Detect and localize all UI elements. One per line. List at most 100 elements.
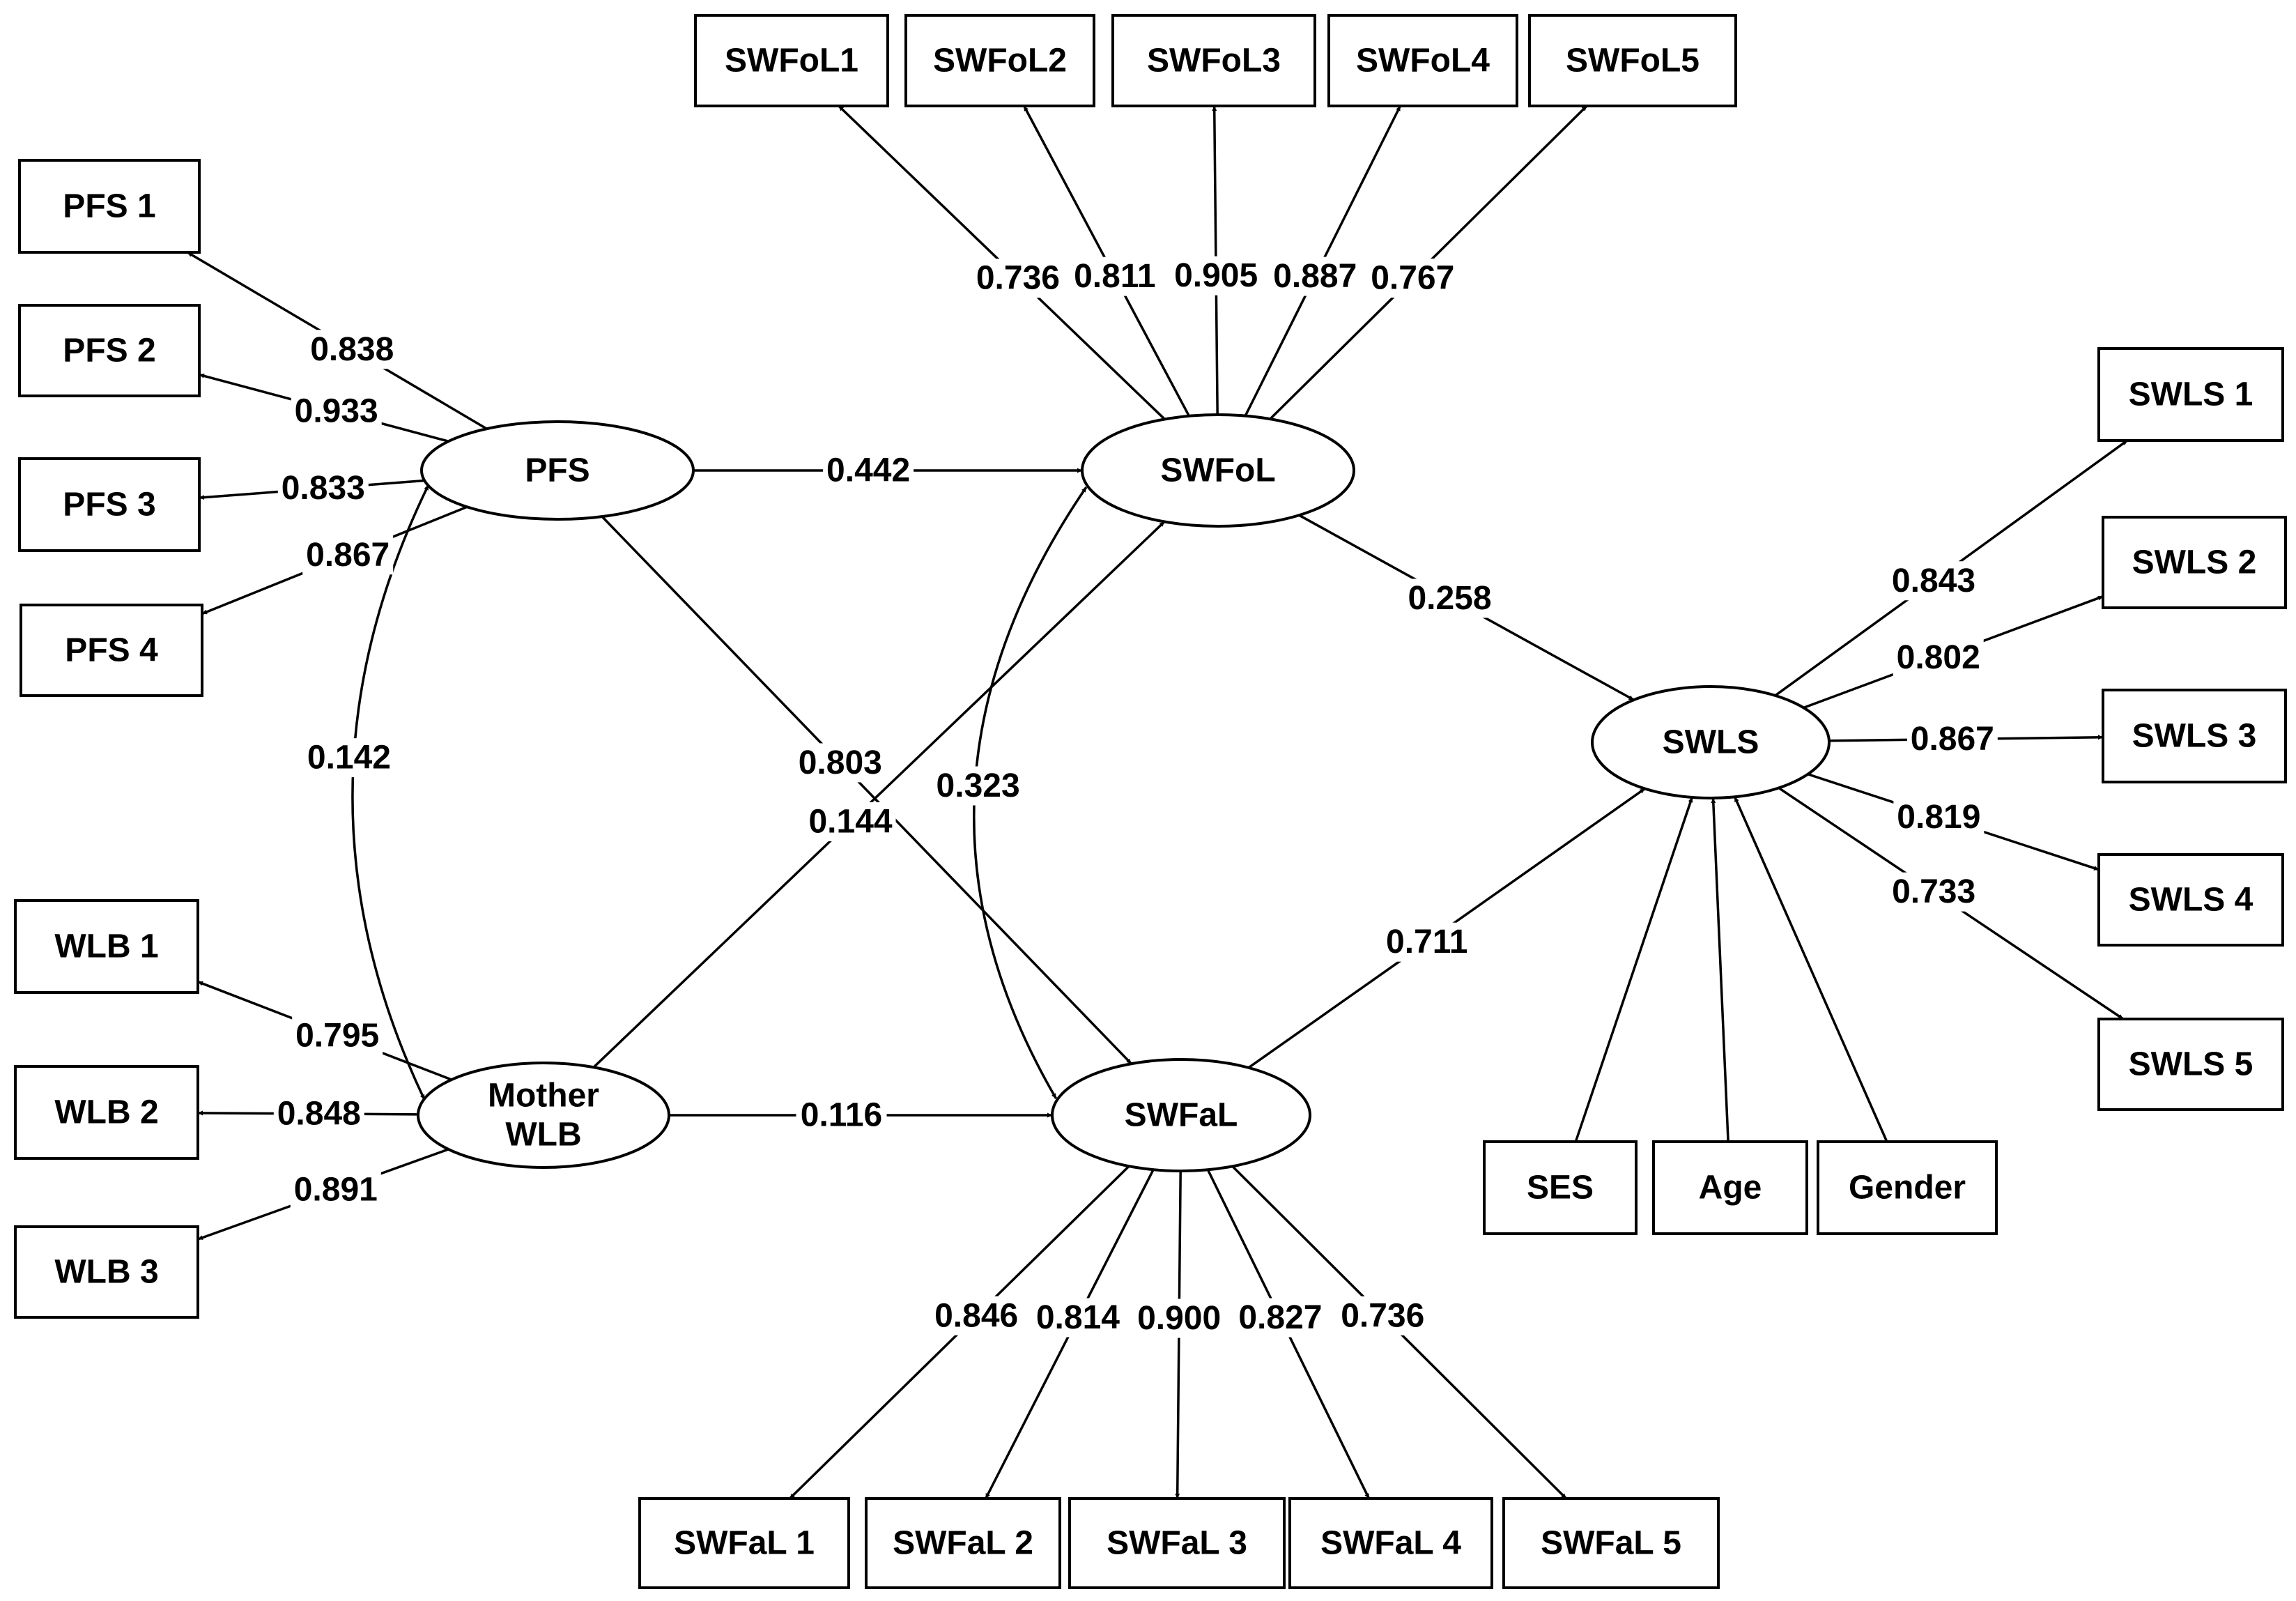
node-label: WLB bbox=[505, 1117, 581, 1154]
indicator-swfol5: SWFoL5 bbox=[1528, 14, 1737, 107]
node-label: PFS 4 bbox=[65, 632, 158, 669]
box-shape bbox=[2097, 347, 2284, 442]
indicator-pfs2: PFS 2 bbox=[18, 304, 201, 397]
node-label: SES bbox=[1527, 1170, 1594, 1207]
covariance-pfs-mwlb bbox=[351, 484, 430, 1101]
indicator-wlb2: WLB 2 bbox=[14, 1065, 199, 1160]
path-age-to-swls bbox=[1711, 797, 1729, 1142]
node-label: Age bbox=[1699, 1170, 1762, 1207]
indicator-swfol1: SWFoL1 bbox=[694, 14, 889, 107]
node-label: SWLS 4 bbox=[2129, 882, 2253, 919]
indicator-swfal2: SWFaL 2 bbox=[865, 1497, 1061, 1589]
indicator-pfs4: PFS 4 bbox=[20, 604, 203, 697]
coefficient-pfs-swfal: 0.803 bbox=[799, 744, 882, 781]
label-backdrop bbox=[823, 451, 914, 490]
coefficient-swfal-swfal3: 0.900 bbox=[1137, 1300, 1221, 1337]
coefficient-swfal-swfal5: 0.736 bbox=[1341, 1297, 1424, 1334]
indicator-age: Age bbox=[1652, 1140, 1808, 1235]
label-backdrop bbox=[303, 738, 394, 778]
coefficient-swfol-swls: 0.258 bbox=[1408, 580, 1491, 617]
indicator-swls2: SWLS 2 bbox=[2102, 516, 2287, 609]
indicator-swls1: SWLS 1 bbox=[2097, 347, 2284, 442]
box-shape bbox=[1817, 1140, 1998, 1235]
ellipse-shape bbox=[1051, 1058, 1311, 1172]
label-backdrop bbox=[1404, 579, 1495, 618]
node-label: PFS bbox=[525, 452, 590, 489]
coefficient-swfal-swfal2: 0.814 bbox=[1036, 1299, 1120, 1336]
label-backdrop bbox=[273, 1094, 364, 1133]
coefficient-swfal-swfal4: 0.827 bbox=[1238, 1299, 1322, 1336]
node-label: PFS 2 bbox=[63, 332, 155, 369]
coefficient-mwlb-swfol: 0.144 bbox=[808, 804, 892, 841]
node-label: SWFaL 5 bbox=[1541, 1525, 1681, 1562]
label-backdrop bbox=[1906, 719, 1998, 759]
coefficient-swls-swls2: 0.802 bbox=[1897, 639, 1980, 676]
indicator-swfal4: SWFaL 4 bbox=[1288, 1497, 1493, 1589]
coefficient-swls-swls5: 0.733 bbox=[1892, 873, 1975, 910]
box-shape bbox=[1327, 14, 1518, 107]
box-shape bbox=[1111, 14, 1316, 107]
latent-pfs: PFS bbox=[420, 420, 695, 521]
node-label: WLB 3 bbox=[54, 1254, 158, 1291]
box-shape bbox=[1502, 1497, 1720, 1589]
box-shape bbox=[1528, 14, 1737, 107]
coefficient-swls-swls1: 0.843 bbox=[1892, 562, 1975, 599]
label-backdrop bbox=[805, 802, 896, 842]
box-shape bbox=[2102, 689, 2287, 783]
ellipse-shape bbox=[420, 420, 695, 521]
node-label: SWFaL bbox=[1125, 1097, 1238, 1134]
label-backdrop bbox=[794, 743, 886, 783]
indicator-swfal1: SWFaL 1 bbox=[638, 1497, 850, 1589]
label-backdrop bbox=[302, 535, 394, 575]
indicator-pfs3: PFS 3 bbox=[18, 457, 201, 552]
latent-swls: SWLS bbox=[1591, 685, 1831, 799]
indicator-swls4: SWLS 4 bbox=[2097, 853, 2284, 947]
indicator-wlb1: WLB 1 bbox=[14, 899, 199, 994]
node-label: SWFoL4 bbox=[1356, 43, 1490, 79]
coefficient-pfs-swfol: 0.442 bbox=[826, 452, 910, 489]
box-shape bbox=[904, 14, 1095, 107]
label-backdrop bbox=[1069, 256, 1160, 296]
label-backdrop bbox=[1381, 922, 1472, 962]
label-backdrop bbox=[1888, 872, 1980, 912]
node-label: SWFoL2 bbox=[933, 43, 1067, 79]
coefficient-swfol-swfol4: 0.887 bbox=[1273, 258, 1357, 295]
indicator-pfs1: PFS 1 bbox=[18, 159, 201, 254]
label-backdrop bbox=[1235, 1298, 1326, 1338]
node-label: SWLS 2 bbox=[2132, 544, 2257, 581]
node-label: SWFaL 1 bbox=[674, 1525, 815, 1562]
indicator-swfol3: SWFoL3 bbox=[1111, 14, 1316, 107]
box-shape bbox=[20, 604, 203, 697]
indicator-gender: Gender bbox=[1817, 1140, 1998, 1235]
latent-swfol: SWFoL bbox=[1081, 413, 1355, 528]
indicator-swfal5: SWFaL 5 bbox=[1502, 1497, 1720, 1589]
coefficient-swfol-swfol3: 0.905 bbox=[1174, 257, 1258, 294]
coefficient-mwlb-swfal: 0.116 bbox=[801, 1097, 882, 1134]
node-label: SWFaL 4 bbox=[1320, 1525, 1461, 1562]
label-backdrop bbox=[290, 1170, 381, 1210]
node-label: SWFaL 2 bbox=[893, 1525, 1033, 1562]
node-label: PFS 1 bbox=[63, 188, 155, 225]
coefficient-mwlb-wlb3: 0.891 bbox=[294, 1172, 378, 1209]
coefficient-swfol-swfol1: 0.736 bbox=[976, 260, 1060, 297]
coefficient-swfol-swfol5: 0.767 bbox=[1371, 260, 1454, 297]
indicator-swfol4: SWFoL4 bbox=[1327, 14, 1518, 107]
coefficient-swfol-swfol2: 0.811 bbox=[1074, 258, 1155, 295]
node-label: SWFoL3 bbox=[1147, 43, 1281, 79]
label-backdrop bbox=[1270, 256, 1361, 296]
coefficient-pfs-pfs3: 0.833 bbox=[282, 470, 365, 507]
box-shape bbox=[14, 899, 199, 994]
label-backdrop bbox=[1134, 1299, 1225, 1338]
label-backdrop bbox=[972, 259, 1063, 298]
label-backdrop bbox=[307, 330, 398, 369]
box-shape bbox=[1483, 1140, 1638, 1235]
coefficient-swfal-swfal1: 0.846 bbox=[934, 1297, 1018, 1334]
label-backdrop bbox=[1893, 797, 1985, 837]
coefficient-pfs-pfs4: 0.867 bbox=[306, 537, 390, 574]
indicator-wlb3: WLB 3 bbox=[14, 1225, 199, 1319]
box-shape bbox=[14, 1225, 199, 1319]
path-mwlb-to-swfol bbox=[592, 521, 1166, 1068]
label-backdrop bbox=[292, 1016, 383, 1055]
node-label: SWLS bbox=[1663, 724, 1759, 761]
